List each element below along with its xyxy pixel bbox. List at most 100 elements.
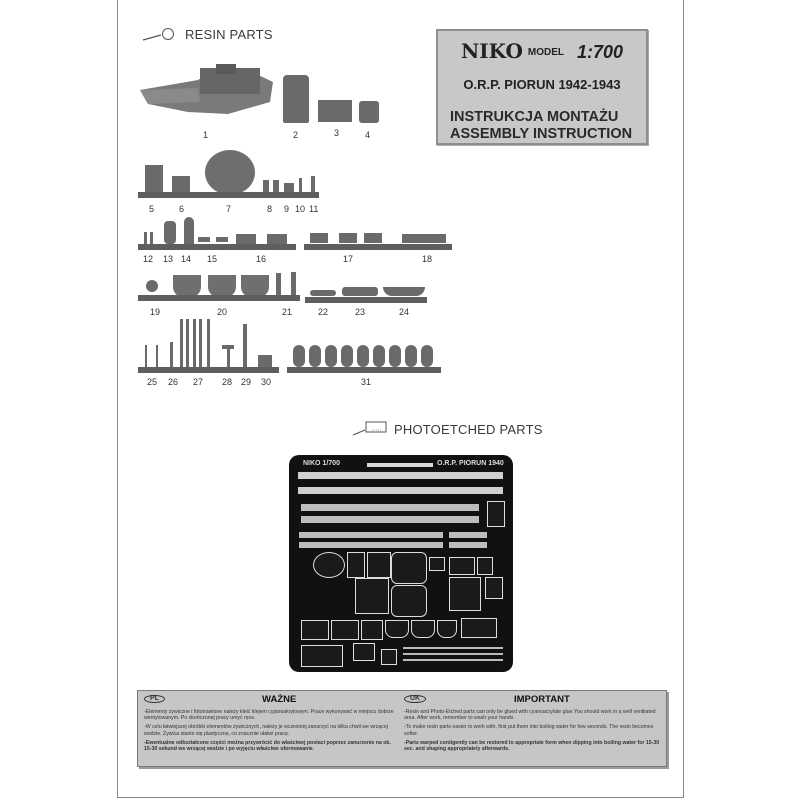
pl-paragraph-bold: -Ewentualne odkształcone części można pr… xyxy=(144,739,391,753)
part-21-image xyxy=(276,273,281,295)
part-30-image xyxy=(258,355,272,367)
part-label: 1 xyxy=(203,130,209,140)
part-28-stem xyxy=(227,349,230,367)
part-label: 29 xyxy=(241,377,252,387)
part-label: 4 xyxy=(365,130,371,140)
pe-part-10 xyxy=(313,552,345,578)
part-label: 16 xyxy=(256,254,267,264)
part-label: 14 xyxy=(181,254,192,264)
part-6-image xyxy=(172,176,190,192)
pe-part-39 xyxy=(385,620,409,638)
part-17-image xyxy=(310,233,328,243)
part-27a-image xyxy=(180,319,183,367)
pe-part-26 xyxy=(391,585,427,617)
part-label: 13 xyxy=(163,254,174,264)
part-12-image xyxy=(144,232,147,244)
uk-badge: UK xyxy=(404,695,427,704)
pe-part-38 xyxy=(361,620,383,640)
pe-part-46b xyxy=(403,653,503,655)
pe-part-27 xyxy=(449,577,481,611)
fret-label: O.R.P. PIORUN 1940 xyxy=(437,460,504,467)
part-31-image xyxy=(421,345,433,367)
sprue xyxy=(287,367,441,373)
funnel-part-image xyxy=(283,75,309,123)
part-26-image xyxy=(170,342,173,367)
part-label: 23 xyxy=(355,307,366,317)
pe-part-45 xyxy=(381,649,397,665)
part-7-image xyxy=(205,150,255,195)
part-31-image xyxy=(341,345,353,367)
pe-part-5a xyxy=(449,532,487,538)
part-label: 28 xyxy=(222,377,233,387)
part-label: 20 xyxy=(217,307,228,317)
part-label: 9 xyxy=(284,204,290,214)
pl-badge: PL xyxy=(144,695,165,704)
part-25-image xyxy=(145,345,147,367)
pl-paragraph-2: -W celu łatwiejszej obróbki elementów ży… xyxy=(144,724,388,737)
pe-part-43 xyxy=(301,645,343,667)
part-label: 24 xyxy=(399,307,410,317)
resin-drop-icon xyxy=(142,28,174,41)
brand-sub: MODEL xyxy=(527,47,564,58)
part-label: 6 xyxy=(179,204,185,214)
pl-paragraph-1: -Elementy żywiczne i fototrawione należy… xyxy=(144,709,394,722)
pe-part-36 xyxy=(301,620,329,640)
notice-uk: UK IMPORTANT -Resin and Photo-Etched par… xyxy=(404,695,662,755)
pe-part-18 xyxy=(477,557,493,575)
part-27e-image xyxy=(207,319,210,367)
part-16b-image xyxy=(267,234,287,244)
part-13-image xyxy=(164,221,176,244)
part-8b-image xyxy=(273,180,279,192)
part-8-image xyxy=(263,180,269,192)
part-15b-image xyxy=(216,237,228,242)
part-label: 7 xyxy=(226,204,232,214)
part-19-image xyxy=(146,280,158,292)
part-27d-image xyxy=(199,319,202,367)
part-31-image xyxy=(389,345,401,367)
part-29-image xyxy=(243,324,247,367)
pe-part-11 xyxy=(347,552,365,578)
part-11-image xyxy=(311,176,315,192)
pe-part-24 xyxy=(355,578,389,614)
sprue xyxy=(138,295,300,301)
instruction-heading: INSTRUKCJA MONTAŻU ASSEMBLY INSTRUCTION xyxy=(450,109,632,143)
pe-part-41 xyxy=(461,618,497,638)
sprue xyxy=(138,367,279,373)
pe-part-40 xyxy=(437,620,457,638)
pe-part-3b xyxy=(301,516,479,523)
pe-part-2b xyxy=(298,487,503,494)
instruction-en: ASSEMBLY INSTRUCTION xyxy=(450,126,633,142)
part-label: 5 xyxy=(149,204,155,214)
pl-title: WAŻNE xyxy=(262,694,297,705)
part-label: 2 xyxy=(293,130,299,140)
part-27b-image xyxy=(186,319,189,367)
part-label: 12 xyxy=(143,254,154,264)
part-label: 10 xyxy=(295,204,306,214)
ship-name: O.R.P. PIORUN 1942-1943 xyxy=(463,77,621,92)
part-17c-image xyxy=(364,233,382,243)
sprue xyxy=(304,244,452,250)
pe-part-14 xyxy=(391,552,427,584)
part-label: 22 xyxy=(318,307,329,317)
photoetched-parts-title: PHOTOETCHED PARTS xyxy=(394,422,543,437)
part-14-image xyxy=(184,217,194,244)
uk-paragraph-bold: -Parts warped contigently can be restore… xyxy=(404,739,660,753)
part-31-image xyxy=(325,345,337,367)
pe-part-4b xyxy=(299,542,443,548)
part-label: 19 xyxy=(150,307,161,317)
part-label: 17 xyxy=(343,254,354,264)
scale-label: 1:700 xyxy=(576,42,623,62)
sprue xyxy=(138,192,319,198)
pe-part-37 xyxy=(331,620,359,640)
part-label: 18 xyxy=(422,254,433,264)
fret-brand: NIKO 1/700 xyxy=(303,460,340,467)
part-label: 21 xyxy=(282,307,293,317)
pe-part-46c xyxy=(403,659,503,661)
part-21b-image xyxy=(291,272,296,295)
part-12b-image xyxy=(150,232,153,244)
part-22-image xyxy=(310,290,336,296)
part-31-image xyxy=(405,345,417,367)
pe-part-5b xyxy=(449,542,487,548)
part-17b-image xyxy=(339,233,357,243)
part-label: 30 xyxy=(261,377,272,387)
